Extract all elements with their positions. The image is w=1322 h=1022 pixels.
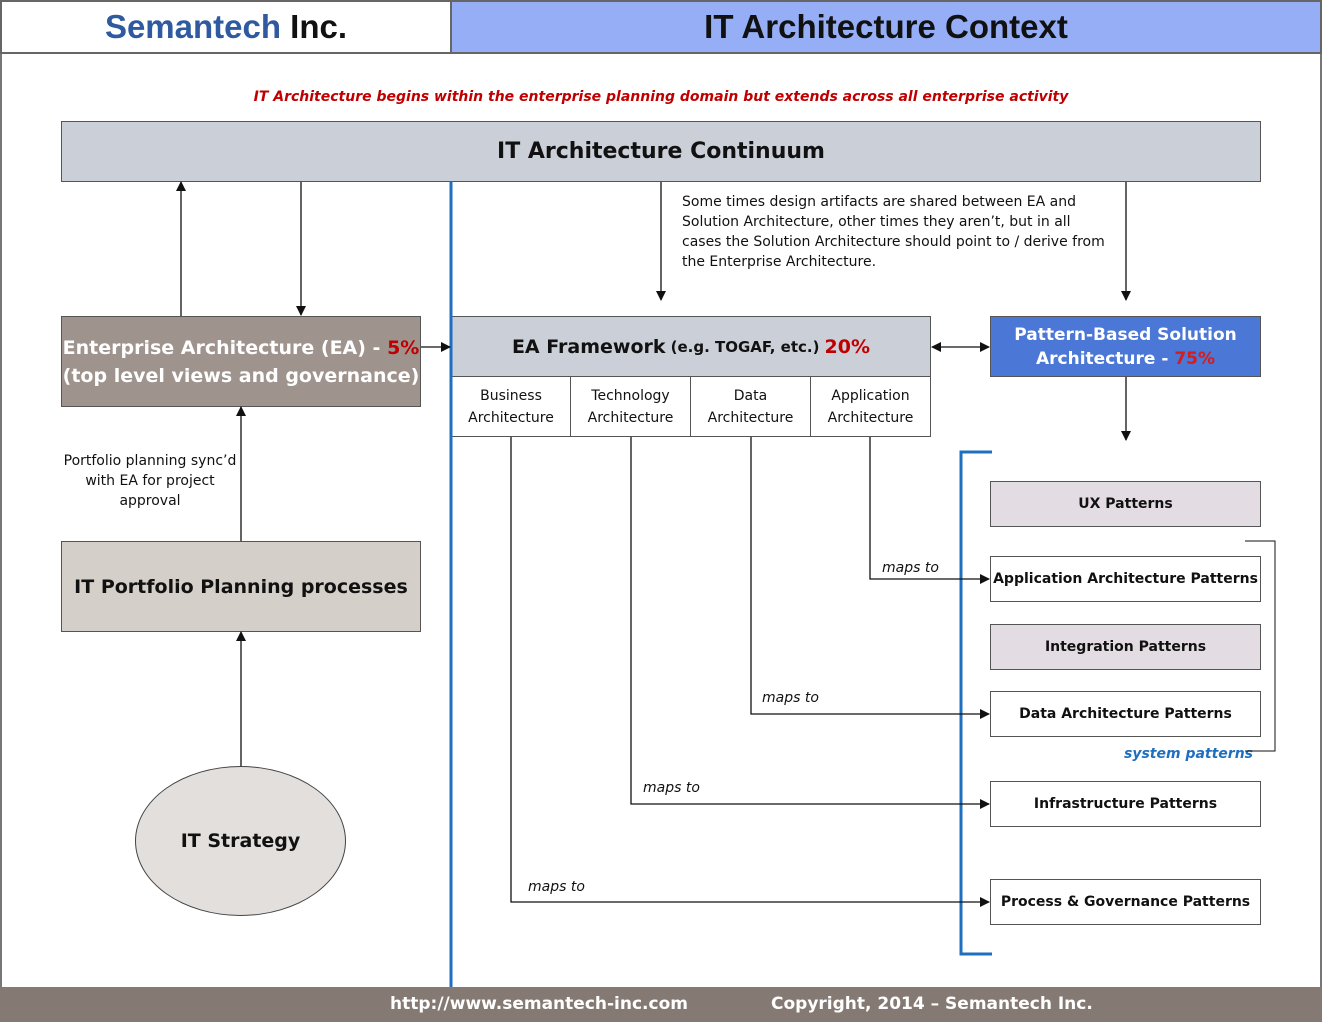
application-maps-connector — [869, 437, 990, 584]
technology-architecture-line-1: Technology — [591, 387, 670, 404]
footer-url[interactable]: http://www.semantech-inc.com — [390, 994, 688, 1014]
share-note: Some times design artifacts are shared b… — [682, 194, 1105, 270]
continuum-box: IT Architecture Continuum — [61, 121, 1261, 182]
technology-architecture-box: Technology Architecture — [570, 376, 691, 437]
solution-label: Architecture - — [1035, 348, 1175, 369]
footer-copyright: Copyright, 2014 – Semantech Inc. — [771, 994, 1093, 1014]
solution-line-1: Pattern-Based Solution — [1014, 324, 1237, 345]
page-title-text: IT Architecture Context — [704, 8, 1068, 45]
ea-framework-box: EA Framework (e.g. TOGAF, etc.) 20% — [451, 316, 931, 377]
process-governance-patterns-label: Process & Governance Patterns — [1000, 894, 1251, 910]
application-architecture-line-2: Architecture — [827, 409, 914, 426]
it-strategy-ellipse: IT Strategy — [135, 766, 346, 916]
ea-line-2: (top level views and governance) — [62, 364, 420, 387]
portfolio-label: IT Portfolio Planning processes — [74, 575, 408, 598]
ea-framework-example: (e.g. TOGAF, etc.) — [670, 337, 820, 356]
solution-architecture-box: Pattern-Based Solution Architecture - 75… — [990, 316, 1261, 377]
system-patterns-bracket — [1245, 540, 1276, 752]
content-frame — [0, 54, 1322, 988]
system-patterns-label: system patterns — [1124, 746, 1253, 762]
technology-maps-connector — [630, 437, 990, 809]
infrastructure-patterns-label: Infrastructure Patterns — [1033, 796, 1218, 812]
solution-percent: 75% — [1174, 348, 1216, 369]
it-strategy-label: IT Strategy — [180, 830, 301, 852]
technology-architecture-line-2: Architecture — [587, 409, 674, 426]
portfolio-note: Portfolio planning sync’d with EA for pr… — [63, 453, 237, 509]
data-architecture-patterns-box: Data Architecture Patterns — [990, 691, 1261, 737]
application-architecture-line-1: Application — [831, 387, 910, 404]
business-architecture-line-2: Architecture — [468, 409, 554, 426]
ea-framework-percent: 20% — [824, 335, 871, 358]
business-architecture-box: Business Architecture — [451, 376, 571, 437]
integration-patterns-box: Integration Patterns — [990, 624, 1261, 670]
business-maps-connector — [510, 437, 990, 907]
maps-to-label-technology: maps to — [643, 780, 700, 796]
portfolio-planning-box: IT Portfolio Planning processes — [61, 541, 421, 632]
ux-patterns-label: UX Patterns — [1078, 496, 1173, 512]
company-name-black: Inc. — [281, 8, 348, 45]
ea-percent: 5% — [387, 336, 420, 359]
ea-line-1: Enterprise Architecture (EA) - 5% — [63, 334, 420, 362]
data-maps-connector — [750, 437, 990, 719]
company-name: Semantech Inc. — [0, 0, 452, 54]
patterns-bracket — [959, 450, 992, 956]
data-architecture-patterns-label: Data Architecture Patterns — [1019, 706, 1232, 722]
business-architecture-line-1: Business — [480, 387, 542, 404]
ux-patterns-box: UX Patterns — [990, 481, 1261, 527]
process-governance-patterns-box: Process & Governance Patterns — [990, 879, 1261, 925]
application-architecture-patterns-label: Application Architecture Patterns — [993, 571, 1258, 587]
maps-to-label-application: maps to — [882, 560, 939, 576]
application-architecture-patterns-box: Application Architecture Patterns — [990, 556, 1261, 602]
footer-bar — [0, 987, 1322, 1022]
infrastructure-patterns-box: Infrastructure Patterns — [990, 781, 1261, 827]
intro-note: IT Architecture begins within the enterp… — [253, 89, 1069, 105]
data-architecture-line-2: Architecture — [707, 409, 794, 426]
maps-to-label-business: maps to — [528, 879, 585, 895]
integration-patterns-label: Integration Patterns — [1044, 639, 1207, 655]
continuum-label: IT Architecture Continuum — [497, 139, 825, 164]
ea-label: Enterprise Architecture (EA) - — [62, 336, 388, 359]
data-architecture-box: Data Architecture — [690, 376, 811, 437]
company-name-blue: Semantech — [104, 8, 282, 45]
data-architecture-line-1: Data — [733, 387, 768, 404]
maps-to-label-data: maps to — [762, 690, 819, 706]
application-architecture-box: Application Architecture — [810, 376, 931, 437]
solution-line-2: Architecture - 75% — [1036, 347, 1215, 371]
enterprise-architecture-box: Enterprise Architecture (EA) - 5% (top l… — [61, 316, 421, 407]
ea-framework-label: EA Framework — [511, 335, 666, 358]
page-title: IT Architecture Context — [452, 0, 1322, 54]
